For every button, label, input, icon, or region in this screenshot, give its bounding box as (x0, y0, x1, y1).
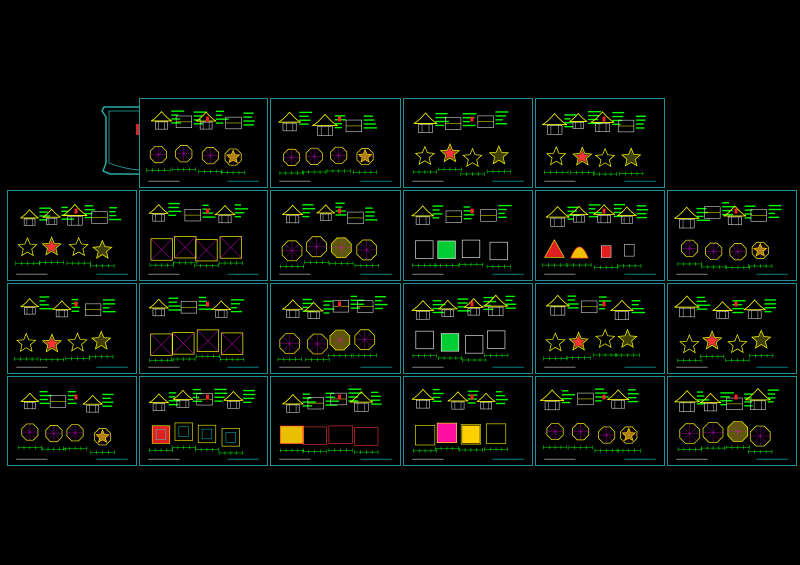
sheet-linework (543, 294, 656, 368)
drawing-sheet-r2c0 (7, 283, 137, 374)
drawing-sheet-r3c4 (535, 376, 665, 466)
sheet-linework (277, 295, 392, 368)
sheet-linework (14, 296, 128, 368)
sheet-linework (146, 110, 259, 182)
sheet-linework (278, 111, 392, 182)
drawing-sheet-r1c0 (7, 190, 137, 281)
drawing-sheet-r3c1 (139, 376, 268, 466)
sheet-linework (148, 202, 259, 275)
sheet-linework (279, 388, 392, 460)
drawing-sheet-r3c2 (270, 376, 401, 466)
sheet-linework (542, 110, 656, 182)
sheet-linework (15, 203, 128, 275)
sheet-linework (542, 203, 656, 275)
drawing-sheet-r3c3 (403, 376, 533, 466)
sheet-linework (148, 388, 259, 460)
drawing-sheet-r1c4 (535, 190, 665, 281)
sheet-linework (674, 202, 788, 275)
drawing-sheet-r2c2 (270, 283, 401, 374)
drawing-sheet-r1c3 (403, 190, 533, 281)
drawing-sheet-r0c4 (535, 98, 665, 188)
sheet-linework (411, 388, 524, 460)
sheet-linework (412, 111, 524, 182)
drawing-sheet-r2c3 (403, 283, 533, 374)
drawing-sheet-r0c3 (403, 98, 533, 188)
drawing-sheet-r2c5 (667, 283, 797, 374)
sheet-linework (148, 296, 259, 368)
sheet-linework (411, 204, 524, 275)
sheet-linework (279, 202, 392, 275)
sheet-linework (411, 294, 524, 368)
drawing-sheet-r2c4 (535, 283, 665, 374)
drawing-sheet-r3c0 (7, 376, 137, 466)
sheet-linework (674, 387, 788, 460)
drawing-sheet-r2c1 (139, 283, 268, 374)
drawing-sheet-r1c1 (139, 190, 268, 281)
sheet-linework (674, 295, 788, 368)
drawing-sheet-r3c5 (667, 376, 797, 466)
drawing-sheet-r0c1 (139, 98, 268, 188)
sheet-linework (16, 390, 128, 460)
drawing-sheet-r1c5 (667, 190, 797, 281)
drawing-sheet-r0c2 (270, 98, 401, 188)
sheet-linework (540, 388, 656, 460)
drawing-sheet-r1c2 (270, 190, 401, 281)
